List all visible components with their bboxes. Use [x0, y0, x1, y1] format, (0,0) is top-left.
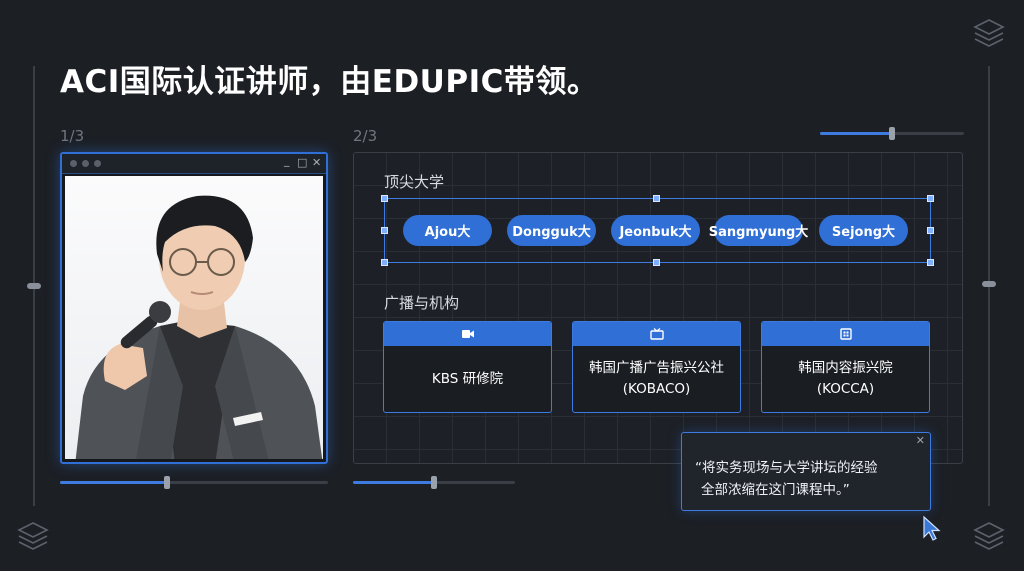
- quote-text: “将实务现场与大学讲坛的经验 全部浓缩在这门课程中。”: [695, 457, 878, 501]
- card-header: [573, 322, 740, 346]
- window-titlebar: _ □ ✕: [62, 154, 326, 174]
- tv-icon: [649, 328, 664, 340]
- instructor-photo: [65, 176, 323, 459]
- quote-line-1: “将实务现场与大学讲坛的经验: [695, 460, 878, 476]
- photo-window: _ □ ✕: [60, 152, 328, 464]
- card-title: 韩国内容振兴院: [798, 360, 893, 376]
- university-pill-dongguk[interactable]: Dongguk大: [507, 215, 596, 246]
- page-counter-right: 2/3: [353, 127, 378, 145]
- resize-handle[interactable]: [927, 195, 934, 202]
- layers-icon[interactable]: [972, 16, 1006, 50]
- university-pill-jeonbuk[interactable]: Jeonbuk大: [611, 215, 700, 246]
- universities-label: 顶尖大学: [384, 173, 445, 191]
- window-dot: [82, 160, 89, 167]
- top-slider-thumb[interactable]: [889, 127, 895, 140]
- photo-slider-thumb[interactable]: [164, 476, 171, 489]
- right-rail-handle[interactable]: [982, 281, 996, 287]
- card-title: 韩国广播广告振兴公社: [589, 360, 724, 376]
- resize-handle[interactable]: [927, 259, 934, 266]
- top-slider-fill: [820, 132, 892, 135]
- institution-card-kocca[interactable]: 韩国内容振兴院 (KOCCA): [761, 321, 930, 413]
- quote-popup: ✕ “将实务现场与大学讲坛的经验 全部浓缩在这门课程中。”: [681, 432, 931, 511]
- maximize-icon[interactable]: □: [297, 156, 308, 169]
- page-counter-left: 1/3: [60, 127, 85, 145]
- instructor-portrait: [75, 195, 323, 459]
- card-title: KBS 研修院: [431, 370, 504, 387]
- layers-icon[interactable]: [972, 519, 1006, 553]
- close-icon[interactable]: ✕: [312, 156, 322, 169]
- page-title: ACI国际认证讲师，由EDUPIC带领。: [60, 64, 599, 100]
- card-header: [762, 322, 929, 346]
- window-dot: [94, 160, 101, 167]
- resize-handle[interactable]: [381, 195, 388, 202]
- top-slider[interactable]: [820, 127, 964, 140]
- resize-handle[interactable]: [653, 195, 660, 202]
- card-subtitle: (KOBACO): [622, 381, 691, 397]
- institution-card-kbs[interactable]: KBS 研修院: [383, 321, 552, 413]
- university-pill-sejong[interactable]: Sejong大: [819, 215, 908, 246]
- resize-handle[interactable]: [381, 227, 388, 234]
- photo-slider[interactable]: [60, 476, 328, 489]
- photo-slider-fill: [60, 481, 168, 484]
- mouse-cursor-icon: [923, 515, 941, 541]
- card-header: [384, 322, 551, 346]
- resize-handle[interactable]: [927, 227, 934, 234]
- close-icon[interactable]: ✕: [915, 434, 925, 447]
- layers-icon[interactable]: [16, 519, 50, 553]
- minimize-icon[interactable]: _: [284, 154, 290, 167]
- university-pill-ajou[interactable]: Ajou大: [403, 215, 492, 246]
- panel-slider[interactable]: [353, 476, 515, 489]
- institution-card-kobaco[interactable]: 韩国广播广告振兴公社 (KOBACO): [572, 321, 741, 413]
- resize-handle[interactable]: [653, 259, 660, 266]
- left-rail-handle[interactable]: [27, 283, 41, 289]
- quote-line-2: 全部浓缩在这门课程中。”: [701, 482, 850, 498]
- building-icon: [839, 328, 852, 340]
- institutions-label: 广播与机构: [384, 294, 460, 312]
- panel-slider-thumb[interactable]: [431, 476, 437, 489]
- card-subtitle: (KOCCA): [816, 381, 875, 397]
- panel-slider-fill: [353, 481, 434, 484]
- window-dot: [70, 160, 77, 167]
- video-camera-icon: [461, 330, 474, 338]
- university-pill-sangmyung[interactable]: Sangmyung大: [709, 215, 808, 246]
- resize-handle[interactable]: [381, 259, 388, 266]
